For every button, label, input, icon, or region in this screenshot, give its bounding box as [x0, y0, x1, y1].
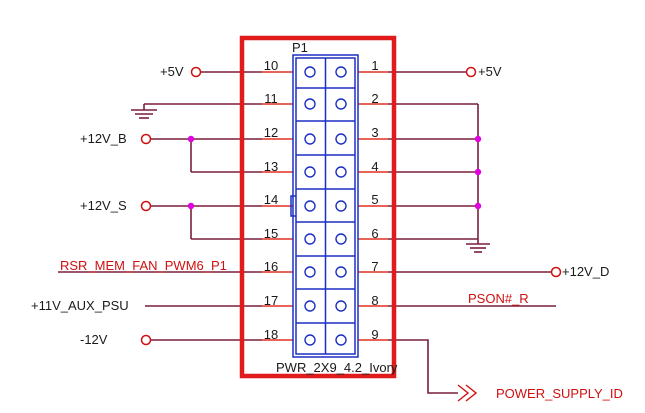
pin-number: 10	[264, 58, 278, 73]
connector-outline	[292, 54, 359, 358]
pin-number: 2	[371, 91, 378, 106]
pin-number: 15	[264, 226, 278, 241]
pin-number: 18	[264, 327, 278, 342]
ground-symbol-left	[131, 104, 157, 119]
junction-right-pin3	[474, 135, 482, 143]
net-label-12v-d: +12V_D	[562, 264, 609, 279]
pin-number: 13	[264, 159, 278, 174]
port-12v-d	[550, 266, 562, 278]
net-label-5v-right: +5V	[478, 64, 502, 79]
pin-number: 7	[371, 259, 378, 274]
port-12v-s	[140, 200, 152, 212]
pin-number: 1	[371, 58, 378, 73]
net-label-m12v: -12V	[80, 332, 108, 347]
port-12v-b	[140, 133, 152, 145]
junction-right-pin4	[474, 168, 482, 176]
net-label-12v-s: +12V_S	[80, 198, 127, 213]
connector-ref: P1	[292, 40, 308, 55]
pin-contacts	[304, 66, 347, 346]
off-page-connector-arrow	[457, 384, 478, 402]
ground-symbol-right	[466, 243, 490, 253]
pin-number: 12	[264, 125, 278, 140]
pin-number: 6	[371, 226, 378, 241]
pin-number: 8	[371, 293, 378, 308]
right-wires	[388, 71, 556, 394]
net-label-12v-b: +12V_B	[80, 131, 127, 146]
pin-numbers-left: 10 11 12 13 14 15 16 17 18	[264, 58, 278, 342]
net-label-5v-left: +5V	[160, 64, 184, 79]
connector-part: PWR_2X9_4.2_Ivory	[276, 360, 398, 375]
pin-number: 4	[371, 159, 378, 174]
pin-stubs	[262, 71, 388, 341]
port-m12v	[140, 334, 152, 346]
pin-number: 14	[264, 192, 278, 207]
net-label-fan-pwm: RSR_MEM_FAN_PWM6_P1	[60, 258, 227, 273]
right-ports	[465, 66, 562, 278]
net-label-aux-psu: +11V_AUX_PSU	[31, 298, 129, 313]
pin-number: 16	[264, 259, 278, 274]
pin-number: 5	[371, 192, 378, 207]
wire-pin9	[388, 339, 458, 394]
junction-right-pin5	[474, 202, 482, 210]
junction-left-12v-b	[187, 135, 195, 143]
port-5v-right	[465, 66, 477, 78]
connector-key-notch	[290, 195, 296, 217]
connector-body	[290, 54, 359, 358]
pin-number: 11	[264, 91, 278, 106]
pin-numbers-right: 1 2 3 4 5 6 7 8 9	[371, 58, 378, 342]
net-label-psu-id: POWER_SUPPLY_ID	[496, 386, 623, 401]
pin-number: 3	[371, 125, 378, 140]
port-5v-left	[190, 66, 202, 78]
pin-number: 9	[371, 327, 378, 342]
junction-left-12v-s	[187, 202, 195, 210]
pin-number: 17	[264, 293, 278, 308]
highlight-box	[239, 35, 397, 379]
left-ports	[140, 66, 202, 346]
net-label-pson: PSON#_R	[468, 291, 529, 306]
